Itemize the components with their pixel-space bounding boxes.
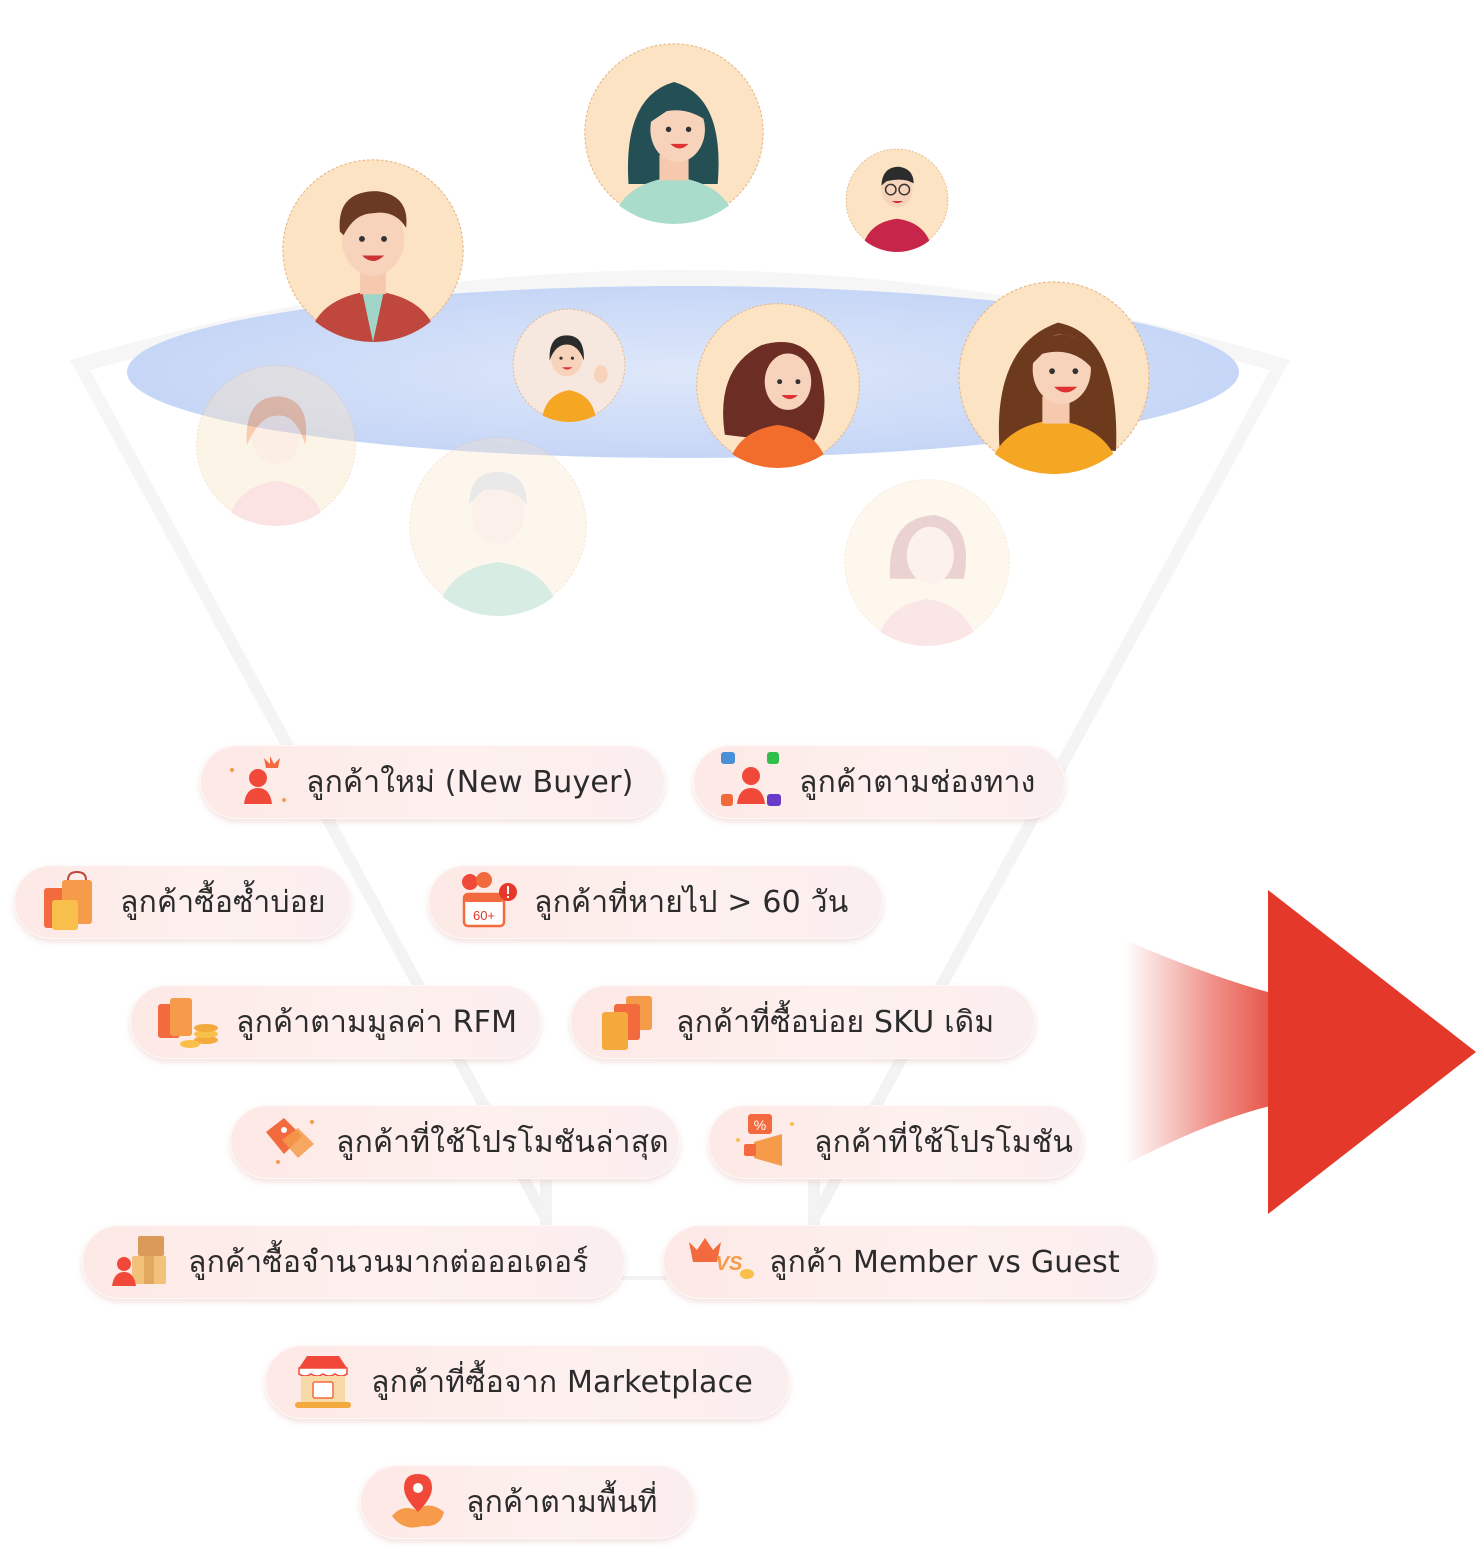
woman-avatar-icon <box>584 43 764 224</box>
funnel-interior <box>90 290 1270 1215</box>
segment-used-promotion[interactable]: % ลูกค้าที่ใช้โปรโมชัน <box>708 1105 1083 1179</box>
avatar-girl-waving <box>512 308 626 422</box>
redhead-avatar-icon <box>196 365 356 526</box>
bags-coins-icon <box>158 998 218 1048</box>
stacked-bags-icon <box>602 996 652 1050</box>
crown-vs-icon: VS <box>689 1238 754 1279</box>
segment-label: ลูกค้าซื้อซ้ำบ่อย <box>120 884 326 920</box>
channels-icon <box>721 752 781 806</box>
segment-label: ลูกค้า Member vs Guest <box>769 1244 1120 1280</box>
avatar-man-red-jacket <box>281 158 465 342</box>
svg-text:VS: VS <box>716 1253 743 1275</box>
segment-label: ลูกค้าตามพื้นที่ <box>466 1484 658 1520</box>
new-buyer-crown-icon <box>230 756 286 804</box>
boxes-icon <box>112 1236 166 1286</box>
avatar-woman-orange-shirt <box>695 302 861 468</box>
avatar-woman-green-sweater <box>583 42 765 224</box>
avatar-faded-woman <box>843 478 1011 646</box>
segment-member-vs-guest[interactable]: VS ลูกค้า Member vs Guest <box>663 1225 1155 1299</box>
segment-marketplace[interactable]: ลูกค้าที่ซื้อจาก Marketplace <box>265 1345 790 1419</box>
avatar-faded-old-man <box>408 436 588 616</box>
segment-label: ลูกค้าใหม่ (New Buyer) <box>306 764 634 800</box>
shopping-bags-icon <box>44 870 92 930</box>
price-tag-icon <box>266 1118 314 1164</box>
segment-bulk-order[interactable]: ลูกค้าซื้อจำนวนมากต่อออเดอร์ <box>82 1225 625 1299</box>
glasses-man-avatar-icon <box>845 148 949 252</box>
right-arrow-icon <box>1125 890 1476 1214</box>
map-pin-icon <box>392 1474 444 1528</box>
segment-label: ลูกค้าที่หายไป > 60 วัน <box>534 884 849 920</box>
faded-woman-avatar-icon <box>844 479 1010 646</box>
megaphone-percent-icon: % <box>736 1114 794 1166</box>
avatar-woman-yellow-shirt <box>957 280 1151 474</box>
man-avatar-icon <box>282 159 464 342</box>
curly-woman-avatar-icon <box>696 303 860 468</box>
segment-new-buyer[interactable]: ลูกค้าใหม่ (New Buyer) <box>200 745 665 819</box>
segment-lapsed-60-days[interactable]: 60+ ลูกค้าที่หายไป > 60 วัน <box>428 865 883 939</box>
svg-text:%: % <box>754 1117 766 1133</box>
calendar-60-alert-icon: 60+ <box>462 872 517 928</box>
avatar-faded-redhead <box>195 364 357 526</box>
segment-label: ลูกค้าซื้อจำนวนมากต่อออเดอร์ <box>188 1244 589 1280</box>
long-hair-woman-avatar-icon <box>958 281 1150 474</box>
segment-label: ลูกค้าที่ใช้โปรโมชันล่าสุด <box>336 1124 669 1160</box>
segment-by-location[interactable]: ลูกค้าตามพื้นที่ <box>360 1465 695 1539</box>
segment-label: ลูกค้าที่ซื้อบ่อย SKU เดิม <box>676 1004 995 1040</box>
storefront-icon <box>295 1356 351 1408</box>
svg-text:60+: 60+ <box>473 908 495 923</box>
segment-label: ลูกค้าที่ใช้โปรโมชัน <box>814 1124 1074 1160</box>
segment-by-channel[interactable]: ลูกค้าตามช่องทาง <box>693 745 1065 819</box>
segment-label: ลูกค้าตามมูลค่า RFM <box>236 1004 518 1040</box>
segment-repeat-buyer[interactable]: ลูกค้าซื้อซ้ำบ่อย <box>14 865 351 939</box>
segment-frequent-same-sku[interactable]: ลูกค้าที่ซื้อบ่อย SKU เดิม <box>570 985 1035 1059</box>
segment-rfm-value[interactable]: ลูกค้าตามมูลค่า RFM <box>130 985 541 1059</box>
segment-latest-promotion[interactable]: ลูกค้าที่ใช้โปรโมชันล่าสุด <box>230 1105 680 1179</box>
old-man-avatar-icon <box>409 437 587 616</box>
avatar-man-glasses <box>845 148 949 252</box>
waving-girl-avatar-icon <box>512 308 626 422</box>
segment-label: ลูกค้าที่ซื้อจาก Marketplace <box>371 1364 753 1400</box>
segment-label: ลูกค้าตามช่องทาง <box>799 764 1036 800</box>
